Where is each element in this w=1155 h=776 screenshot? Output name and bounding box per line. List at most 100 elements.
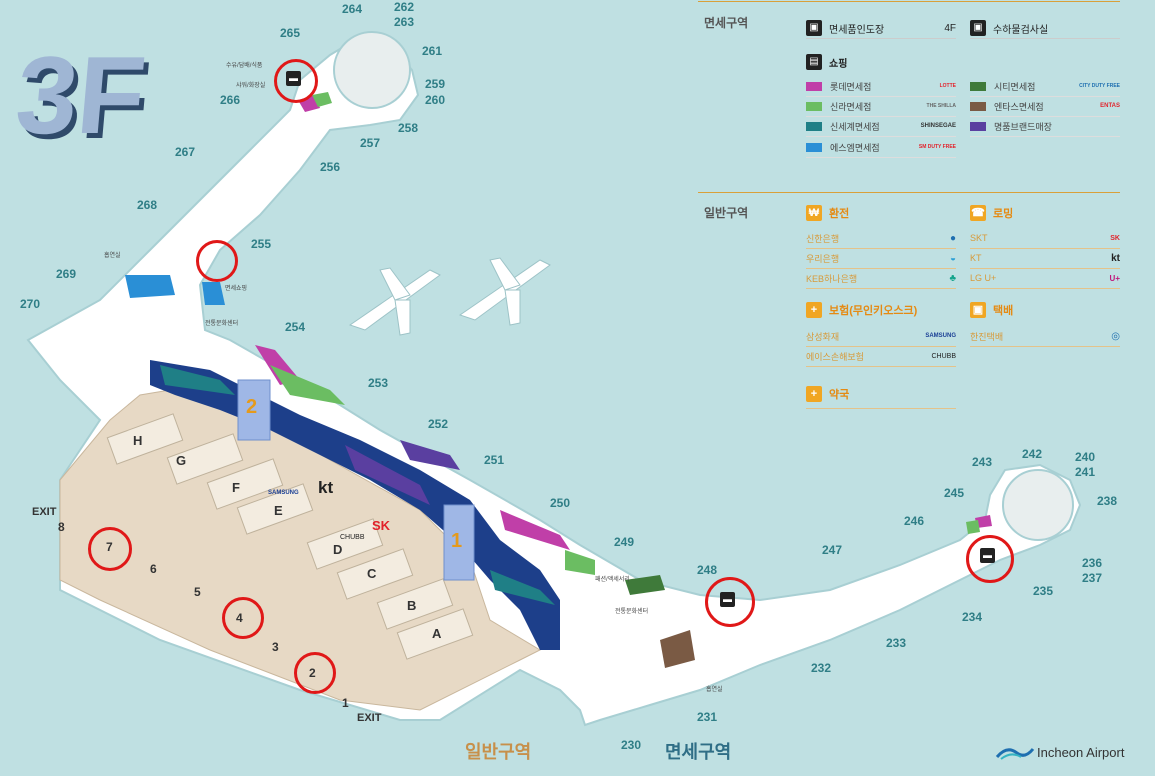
gate-245: 246 <box>904 514 925 528</box>
shop-name: 신라면세점 <box>830 101 872 112</box>
shop-brand: LOTTE <box>939 83 956 89</box>
gate-241: 242 <box>1022 447 1043 461</box>
shop-name: 신세계면세점 <box>830 121 880 132</box>
counter-zone-f: F <box>232 480 240 495</box>
exchange-row: KEB하나은행♣ <box>806 268 956 289</box>
kt-brand: kt <box>1111 252 1120 264</box>
shop-name: 에스엠면세점 <box>830 142 880 153</box>
gate-258: 259 <box>425 77 446 91</box>
gate-252: 253 <box>368 376 389 390</box>
legend-shop-row: 명품브랜드매장 <box>970 116 1120 137</box>
counter-zone-a: A <box>432 626 442 641</box>
airport-logo-icon <box>995 748 1035 760</box>
gate-257: 258 <box>398 121 419 135</box>
legend-roaming-head: ☎로밍 <box>970 205 1013 221</box>
shop-brand: CITY DUTY FREE <box>1079 83 1120 89</box>
gate-243: 245 <box>944 486 965 500</box>
shop-name: 롯데면세점 <box>830 81 872 92</box>
legend-duty-free-pickup: ▣ 면세품인도장 4F <box>806 18 956 39</box>
gate-250: 251 <box>484 453 505 467</box>
pharmacy-icon: + <box>806 386 822 402</box>
highlight-circle-exit-2 <box>294 652 336 694</box>
legend-divider-top <box>698 1 1120 2</box>
smoking-room-icon: ▬ <box>980 548 995 563</box>
map-culture-center-south: 전통문화센터 <box>615 609 649 615</box>
shop-brand: SM DUTY FREE <box>918 144 956 150</box>
shop-lotte-249 <box>500 510 570 550</box>
shopping-bag-icon: ▤ <box>806 54 822 70</box>
legend-shop-row: 신라면세점 THE SHILLA <box>806 96 956 117</box>
gate-260: 261 <box>422 44 443 58</box>
checkpoint-1-number: 1 <box>451 530 463 552</box>
checkpoint-2-number: 2 <box>246 396 258 418</box>
baggage-label: 수하물검사실 <box>993 24 1049 36</box>
pharmacy-title: 약국 <box>829 389 850 401</box>
shopping-title: 쇼핑 <box>829 58 848 70</box>
highlight-circle-smoking-east <box>966 535 1014 583</box>
chubb-brand: CHUBB <box>931 352 956 360</box>
floor-3f-graphic: 3F 3F <box>11 34 155 162</box>
checkpoint-2-block <box>237 379 271 441</box>
roaming-title: 로밍 <box>993 208 1014 220</box>
exit-3: 3 <box>272 640 279 654</box>
highlight-circle-254 <box>196 240 238 282</box>
gate-235: 235 <box>1033 584 1054 598</box>
gate-242: 243 <box>972 455 993 469</box>
gate-246: 247 <box>822 543 843 557</box>
roaming-row: LG U+U+ <box>970 268 1120 289</box>
gate-251: 252 <box>428 417 449 431</box>
counter-zone-e: E <box>274 503 283 518</box>
gate-230: 230 <box>621 738 642 752</box>
gate-238: 238 <box>1097 494 1118 508</box>
legend-general-title: 일반구역 <box>704 206 749 220</box>
bottom-label-general: 일반구역 <box>465 742 532 762</box>
shop-shilla-252 <box>270 365 345 405</box>
exchange-title: 환전 <box>829 208 850 220</box>
delivery-icon: ▣ <box>970 302 986 318</box>
exchange-bank: KEB하나은행 <box>806 273 858 284</box>
gate-234: 234 <box>962 610 983 624</box>
legend-shop-row: 엔타스면세점 ENTAS <box>970 96 1120 117</box>
gate-265: 266 <box>220 93 241 107</box>
map-chubb-label: CHUBB <box>340 534 365 541</box>
airplane-icon <box>458 257 551 326</box>
baggage-icon: ▣ <box>970 20 986 36</box>
highlight-circle-smoking-247 <box>705 577 755 627</box>
gate-248: 249 <box>614 535 635 549</box>
delivery-company: 한진택배 <box>970 331 1004 342</box>
gate-269: 270 <box>20 297 41 311</box>
gate-254: 255 <box>251 237 272 251</box>
security-belt <box>150 360 560 650</box>
woori-icon: ◒ <box>949 252 956 264</box>
roaming-carrier: SKT <box>970 233 988 243</box>
counter-zone-g: G <box>176 453 187 468</box>
pickup-icon: ▣ <box>806 20 822 36</box>
insurance-row: 에이스손해보험 CHUBB <box>806 346 956 367</box>
insurance-company: 삼성화재 <box>806 331 840 342</box>
gate-247: 248 <box>697 563 718 577</box>
smoking-room-icon: ▬ <box>286 71 301 86</box>
exchange-row: 신한은행● <box>806 228 956 249</box>
checkpoint-1-block <box>443 504 475 581</box>
gate-236: 236 <box>1082 556 1103 570</box>
exit-5: 5 <box>194 585 201 599</box>
legend-pharmacy-rule <box>806 408 956 409</box>
smoking-room-icon: ▬ <box>720 592 735 607</box>
highlight-circle-exit-7 <box>88 527 132 571</box>
insurance-company: 에이스손해보험 <box>806 351 864 362</box>
roaming-carrier: LG U+ <box>970 273 997 283</box>
shop-shinsegae-north <box>160 365 235 395</box>
map-kt-label: kt <box>318 478 334 497</box>
map-samsung-label: SAMSUNG <box>268 490 299 496</box>
pickup-floor: 4F <box>944 22 956 34</box>
gate-239: 240 <box>1075 450 1096 464</box>
legend-pharmacy-head: + 약국 <box>806 386 849 402</box>
shop-lotte-243 <box>975 515 992 528</box>
gate-237: 237 <box>1082 571 1103 585</box>
exchange-bank: 우리은행 <box>806 253 840 264</box>
shop-brand: SHINSEGAE <box>920 123 956 129</box>
airplane-icon <box>348 267 441 336</box>
